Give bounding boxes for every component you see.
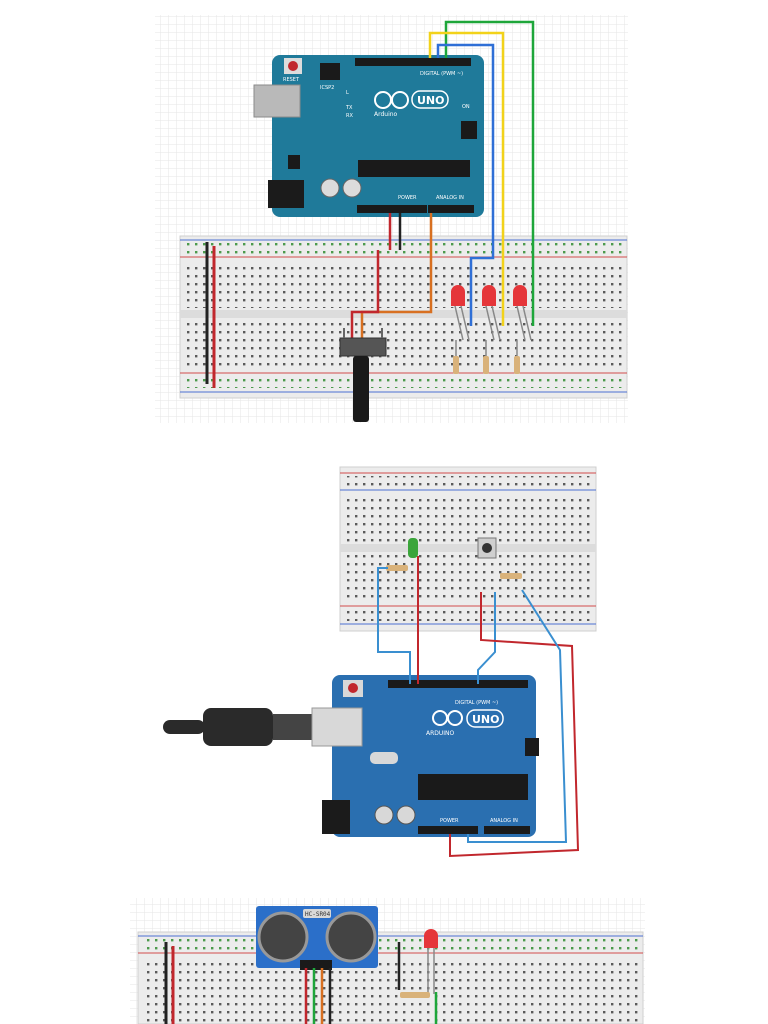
led-green bbox=[408, 538, 418, 558]
icsp-header bbox=[461, 121, 477, 139]
capacitor-2a bbox=[374, 805, 394, 825]
potentiometer bbox=[339, 328, 387, 422]
wires-3 bbox=[164, 942, 438, 1024]
led-red-3 bbox=[513, 285, 532, 341]
resistor-3-circuit bbox=[400, 992, 430, 998]
usb-port-2 bbox=[311, 707, 363, 747]
power-label-2: POWER bbox=[440, 818, 459, 824]
wire-lightblue-led bbox=[377, 567, 411, 684]
wire-green bbox=[444, 20, 535, 326]
sensor-crystal bbox=[303, 909, 331, 918]
arduino-uno-board-2: DIGITAL (PWM ~) UNO ARDUINO POWER ANALOG… bbox=[311, 675, 539, 837]
sensor-label: HC-SR04 bbox=[305, 911, 331, 918]
wire-lightblue-gnd bbox=[467, 589, 568, 843]
power-jack-2 bbox=[322, 800, 350, 834]
on-label: ON bbox=[462, 104, 470, 110]
wires-1 bbox=[205, 20, 535, 388]
wire-pot-red bbox=[350, 250, 380, 342]
usb-port bbox=[253, 84, 301, 118]
resistor-led bbox=[386, 565, 408, 571]
analog-header bbox=[428, 205, 474, 213]
capacitor-1 bbox=[320, 178, 340, 198]
digital-header-2 bbox=[388, 680, 528, 688]
capacitor-2 bbox=[342, 178, 362, 198]
ultrasonic-sensor: HC-SR04 bbox=[256, 906, 378, 970]
board-model-label-2: UNO bbox=[472, 713, 500, 726]
voltage-regulator bbox=[288, 155, 300, 169]
resistor-1 bbox=[453, 356, 459, 374]
digital-header bbox=[355, 58, 471, 66]
resistor-2 bbox=[483, 356, 489, 374]
wire-blue bbox=[436, 43, 495, 326]
breadboard-2 bbox=[339, 466, 597, 632]
resistor-button bbox=[500, 573, 522, 579]
power-header-2 bbox=[418, 826, 478, 834]
circuit-1-potentiometer-leds: RESET ICSP2 DIGITAL (PWM ~) UNO Arduino … bbox=[155, 15, 628, 423]
board-brand-label: Arduino bbox=[374, 111, 398, 118]
push-button bbox=[477, 537, 497, 559]
rx-label: RX bbox=[346, 113, 353, 119]
power-label: POWER bbox=[398, 195, 417, 201]
analog-label: ANALOG IN bbox=[436, 195, 464, 201]
circuit-2-button-led: DIGITAL (PWM ~) UNO ARDUINO POWER ANALOG… bbox=[163, 466, 597, 858]
sensor-transducer-right bbox=[325, 911, 377, 963]
icsp-header-2 bbox=[525, 738, 539, 756]
tx-label: TX bbox=[345, 105, 353, 111]
led-red-3-circuit bbox=[424, 929, 438, 994]
l-led-label: L bbox=[346, 90, 349, 96]
wires-2 bbox=[377, 556, 580, 858]
digital-label-2: DIGITAL (PWM ~) bbox=[455, 700, 498, 706]
digital-label: DIGITAL (PWM ~) bbox=[420, 71, 463, 77]
wire-orange-analog bbox=[360, 213, 433, 342]
crystal bbox=[370, 752, 398, 764]
wire-red-power bbox=[449, 592, 580, 858]
atmega-chip bbox=[358, 160, 470, 177]
power-header bbox=[357, 205, 427, 213]
arduino-uno-board-1: RESET ICSP2 DIGITAL (PWM ~) UNO Arduino … bbox=[253, 55, 484, 217]
icsp2-header bbox=[320, 63, 340, 80]
wire-lightblue-button bbox=[477, 592, 496, 684]
resistors-1 bbox=[453, 340, 520, 374]
sensor-transducer-left bbox=[257, 911, 309, 963]
capacitor-2b bbox=[396, 805, 416, 825]
circuit-3-ultrasonic: HC-SR04 bbox=[130, 898, 645, 1024]
breadboard-1 bbox=[179, 235, 628, 399]
led-red-1 bbox=[451, 285, 470, 341]
analog-header-2 bbox=[484, 826, 530, 834]
resistor-3 bbox=[514, 356, 520, 374]
led-red-2 bbox=[482, 285, 501, 341]
wire-yellow bbox=[428, 31, 505, 326]
analog-label-2: ANALOG IN bbox=[490, 818, 518, 824]
icsp2-label: ICSP2 bbox=[320, 85, 334, 91]
board-brand-label-2: ARDUINO bbox=[426, 730, 455, 737]
leds-1 bbox=[451, 285, 532, 374]
atmega-chip-2 bbox=[418, 774, 528, 800]
power-jack bbox=[268, 180, 304, 208]
board-model-label: UNO bbox=[417, 94, 445, 107]
breadboard-3 bbox=[137, 931, 644, 1024]
reset-label: RESET bbox=[283, 77, 300, 83]
usb-cable bbox=[163, 708, 313, 746]
